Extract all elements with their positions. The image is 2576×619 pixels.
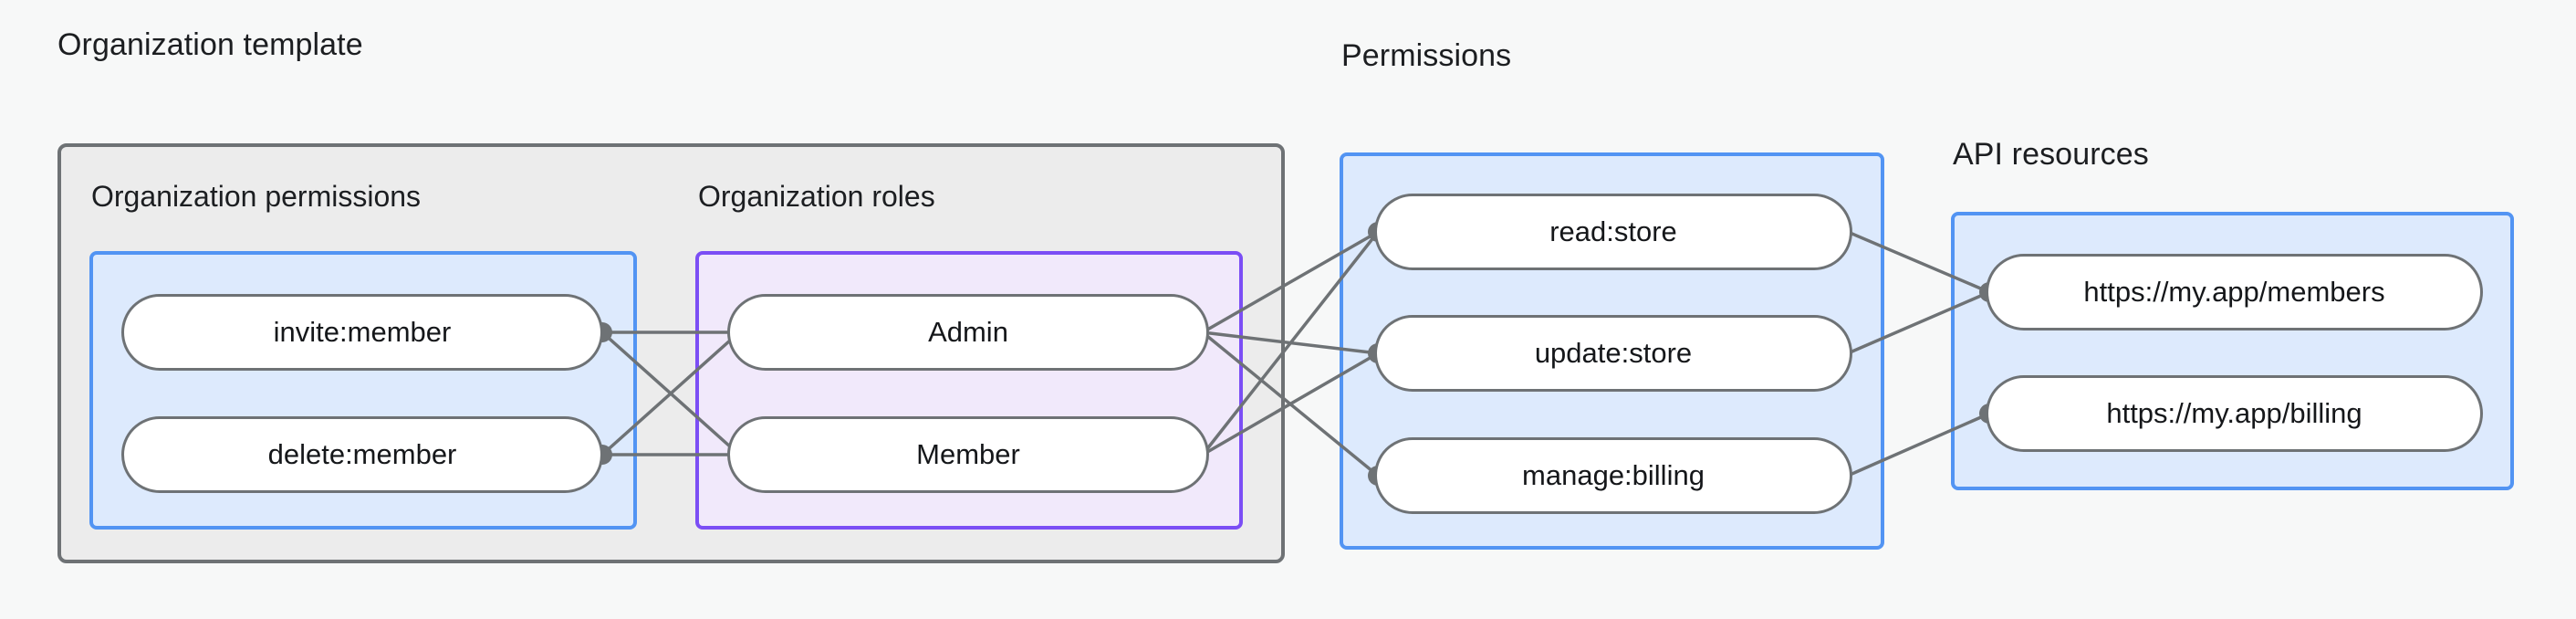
group-title-permissions: Permissions: [1341, 38, 1512, 73]
node-manage-billing[interactable]: manage:billing: [1374, 437, 1852, 514]
node-read-store[interactable]: read:store: [1374, 194, 1852, 270]
node-role-admin[interactable]: Admin: [727, 294, 1209, 371]
node-api-resource-billing[interactable]: https://my.app/billing: [1986, 375, 2483, 452]
group-title-organization-template: Organization template: [57, 27, 363, 62]
node-invite-member[interactable]: invite:member: [121, 294, 603, 371]
node-api-resource-members[interactable]: https://my.app/members: [1986, 254, 2483, 330]
node-update-store[interactable]: update:store: [1374, 315, 1852, 392]
subgroup-title-organization-permissions: Organization permissions: [91, 180, 422, 213]
group-title-api-resources: API resources: [1953, 137, 2149, 172]
subgroup-title-organization-roles: Organization roles: [698, 180, 935, 213]
node-role-member[interactable]: Member: [727, 416, 1209, 493]
node-delete-member[interactable]: delete:member: [121, 416, 603, 493]
